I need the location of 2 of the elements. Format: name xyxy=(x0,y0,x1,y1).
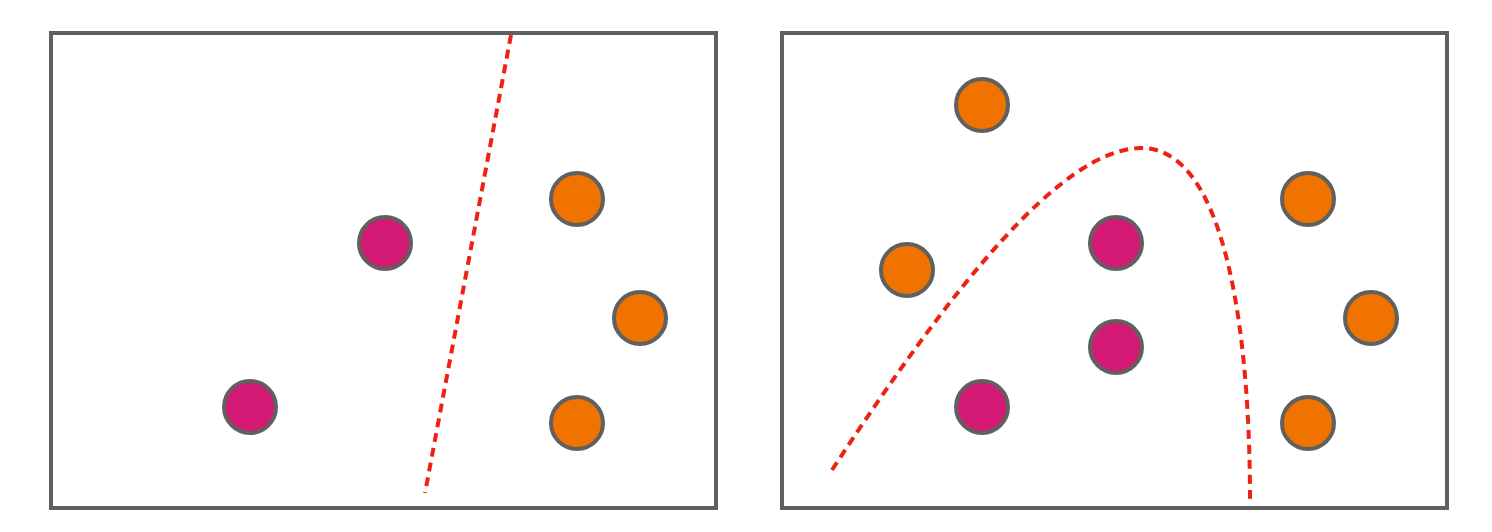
plot-panel xyxy=(49,31,718,510)
plot-panel xyxy=(780,31,1449,510)
